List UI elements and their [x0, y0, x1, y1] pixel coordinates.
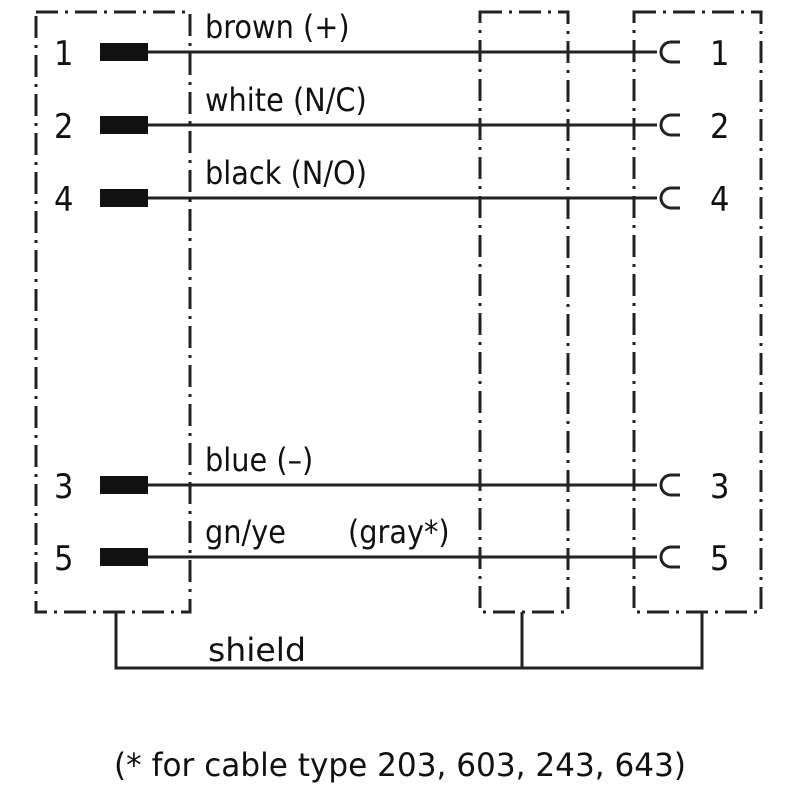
footnote: (* for cable type 203, 603, 243, 643)	[114, 746, 686, 784]
socket-contact-icon	[659, 186, 680, 210]
pin-contact-icon	[100, 189, 148, 207]
wire-1: 1 1 brown (+)	[54, 8, 729, 74]
shield-connection	[114, 612, 704, 670]
left-pin-number: 4	[54, 180, 73, 220]
left-pin-number: 3	[54, 467, 73, 507]
socket-contact-icon	[659, 545, 680, 569]
wire-5: 5 5 gn/ye (gray*)	[54, 513, 729, 579]
pin-contact-icon	[100, 116, 148, 134]
left-pin-number: 2	[54, 107, 73, 147]
pin-contact-icon	[100, 548, 148, 566]
wire-3: 3 3 blue (–)	[54, 441, 729, 507]
right-pin-number: 1	[710, 34, 729, 74]
right-pin-number: 4	[710, 180, 729, 220]
socket-contact-icon	[659, 473, 680, 497]
wire-color-label: gn/ye	[205, 513, 286, 551]
right-connector-box	[632, 10, 763, 614]
right-pin-number: 3	[710, 467, 729, 507]
wire-color-label: blue (–)	[205, 441, 313, 479]
socket-contact-icon	[659, 40, 680, 64]
wire-color-note: (gray*)	[348, 513, 450, 551]
cable-shield-box	[478, 10, 570, 614]
wire-4: 4 4 black (N/O)	[54, 154, 729, 220]
shield-label: shield	[208, 631, 306, 669]
left-connector-box	[34, 10, 192, 614]
left-pin-number: 1	[54, 34, 73, 74]
wire-color-label: black (N/O)	[205, 154, 367, 192]
left-pin-number: 5	[54, 539, 73, 579]
socket-contact-icon	[659, 113, 680, 137]
right-pin-number: 5	[710, 539, 729, 579]
wire-2: 2 2 white (N/C)	[54, 81, 729, 147]
pin-contact-icon	[100, 476, 148, 494]
right-pin-number: 2	[710, 107, 729, 147]
pin-contact-icon	[100, 43, 148, 61]
wire-color-label: brown (+)	[205, 8, 350, 46]
wire-color-label: white (N/C)	[205, 81, 367, 119]
